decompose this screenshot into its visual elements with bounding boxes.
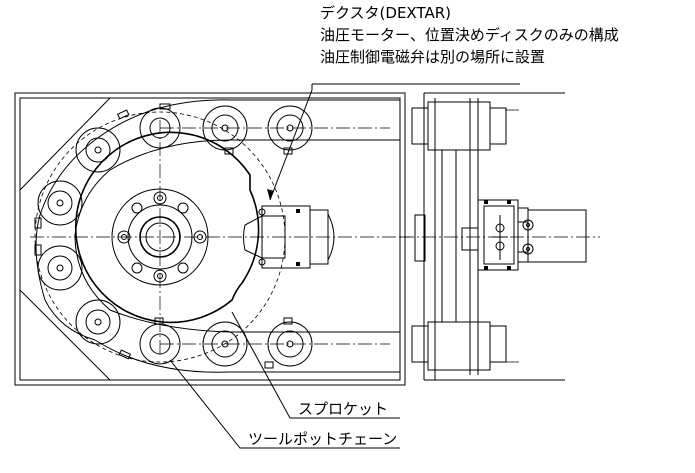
tool-pot-chain-label: ツールポットチェーン [248,430,398,448]
chain-rail-left-outer [35,139,96,341]
tool-pots-bottom [139,321,313,367]
dextar-description-2: 油圧制御電磁弁は別の場所に設置 [320,48,546,66]
tool-pots-left [37,127,121,345]
chain-rail-top-inner [109,139,400,171]
tool-pots-top [139,105,313,151]
roller-bottom-left [411,325,429,363]
chain-rail-bottom-outer [94,339,400,373]
magazine-plan-view [14,92,410,386]
frame-chamfer-top [19,97,111,191]
frame-outer [14,92,406,386]
chain-link-tabs [34,103,293,369]
dextar-unit-side [477,199,587,271]
sprocket-label: スプロケット [298,400,389,418]
dextar-unit-plan [243,205,335,269]
dextar-description-1: 油圧モーター、位置決めディスクのみの構成 [320,26,619,44]
roller-top-left [411,107,429,145]
leader-lines [169,83,520,449]
magazine-side-view [400,92,600,381]
sprocket-body [74,131,260,324]
chain-rail-left-inner [74,169,111,311]
dextar-label: デクスタ(DEXTAR) [320,4,451,22]
frame-inner [19,97,401,381]
frame-chamfer-bottom [19,289,111,381]
chain-rail-top-outer [94,99,400,141]
